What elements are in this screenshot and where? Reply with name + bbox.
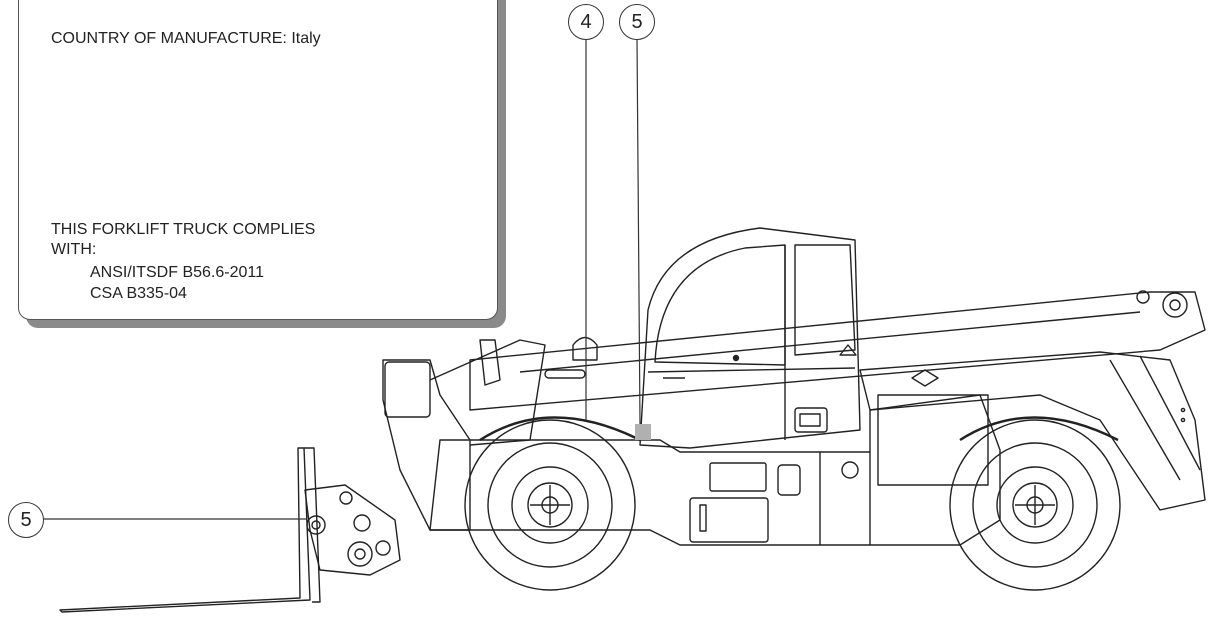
callout-5-top: 5 — [619, 4, 655, 40]
engine-hood — [859, 351, 1206, 511]
fork-tine — [59, 447, 311, 613]
tilt-plate — [304, 484, 401, 576]
compliance-heading-line1: THIS FORKLIFT TRUCK COMPLIES — [51, 221, 316, 238]
compliance-heading-line2: WITH: — [51, 241, 97, 258]
fork-carriage — [382, 359, 471, 531]
standard-ansi: ANSI/ITSDF B56.6-2011 — [90, 264, 264, 281]
boom-inner-line — [519, 311, 1141, 373]
rear-wheel — [949, 416, 1121, 591]
boom-pivot — [1162, 292, 1188, 318]
cab-step — [794, 407, 828, 433]
decal-location-marker — [635, 424, 651, 440]
side-plate — [709, 462, 767, 492]
front-wheel — [464, 416, 641, 591]
chassis — [429, 394, 1001, 546]
telescopic-boom — [469, 291, 1206, 411]
fuel-cap — [777, 464, 801, 496]
data-label-panel: COUNTRY OF MANUFACTURE: Italy THIS FORKL… — [18, 0, 498, 320]
callout-5-top-leader — [636, 39, 641, 425]
callout-4: 4 — [568, 4, 604, 40]
cab-rear-window — [794, 244, 856, 356]
access-panel — [689, 497, 769, 543]
country-of-manufacture-text: COUNTRY OF MANUFACTURE: Italy — [51, 30, 321, 47]
cab-door-window — [654, 244, 786, 366]
standard-csa: CSA B335-04 — [90, 285, 187, 302]
callout-5-left: 5 — [8, 502, 44, 538]
operator-cab — [639, 227, 861, 449]
